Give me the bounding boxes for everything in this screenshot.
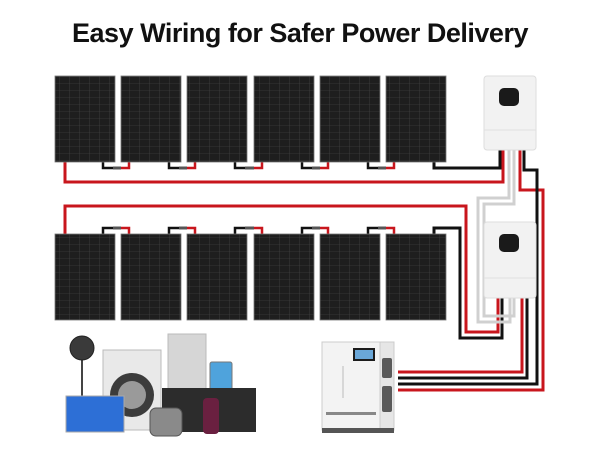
battery-storage <box>321 341 395 433</box>
refrigerator <box>167 333 207 395</box>
tablet <box>209 361 233 391</box>
top-string-negative <box>432 150 502 170</box>
solar-panel <box>319 233 381 321</box>
negative-lead <box>366 162 378 170</box>
mc4-connector <box>179 226 187 230</box>
panel-cells <box>253 75 315 163</box>
negative-lead <box>233 162 245 170</box>
battery-positive-1 <box>398 150 545 392</box>
inverters-layer <box>483 75 537 299</box>
positive-lead <box>254 162 264 170</box>
panel-cells <box>319 233 381 321</box>
pressure-cooker <box>149 407 183 437</box>
inverter-body <box>483 221 537 299</box>
positive-lead <box>187 226 197 234</box>
panel-cells <box>385 233 447 321</box>
solar-panel <box>120 75 182 163</box>
laptop-tv <box>65 395 125 433</box>
panel-cells <box>54 75 116 163</box>
solar-panel <box>319 75 381 163</box>
mc4-connector <box>378 226 386 230</box>
mc4-connector <box>179 166 187 170</box>
panel-cells <box>385 75 447 163</box>
negative-lead <box>300 162 312 170</box>
negative-lead <box>366 226 378 234</box>
positive-lead <box>320 162 330 170</box>
solar-panel <box>186 75 248 163</box>
washing-machine-drum <box>118 381 146 409</box>
solar-panel <box>253 75 315 163</box>
panel-cells <box>319 75 381 163</box>
mc4-connector <box>312 166 320 170</box>
positive-lead <box>386 226 396 234</box>
panel-cells <box>186 233 248 321</box>
fan-icon <box>69 335 95 361</box>
top-string-positive <box>63 150 505 184</box>
panel-cells <box>120 75 182 163</box>
mc4-connector <box>113 226 121 230</box>
battery-screen-graphic <box>355 350 373 359</box>
battery-positive-2 <box>398 298 524 374</box>
solar-panel <box>54 75 116 163</box>
panel-cells <box>253 233 315 321</box>
negative-lead <box>101 162 113 170</box>
ac-parallel-wire <box>476 150 512 324</box>
panel-cells <box>54 233 116 321</box>
inverter-display <box>499 88 519 106</box>
positive-lead <box>187 162 197 170</box>
panels-layer <box>54 75 447 321</box>
mc4-connector <box>245 226 254 230</box>
negative-lead <box>167 162 179 170</box>
blender <box>203 398 219 434</box>
mc4-connector <box>113 166 121 170</box>
battery-port <box>382 358 392 378</box>
inverter-body <box>483 75 537 151</box>
mc4-connector <box>378 166 386 170</box>
battery-layer <box>321 341 395 433</box>
positive-lead <box>386 162 396 170</box>
mc4-connector <box>312 226 320 230</box>
panel-cells <box>186 75 248 163</box>
negative-lead <box>233 226 245 234</box>
battery-base <box>322 428 394 433</box>
negative-lead <box>300 226 312 234</box>
battery-label <box>326 412 376 415</box>
solar-panel <box>253 233 315 321</box>
bottom-string-positive <box>63 204 500 334</box>
solar-panel <box>186 233 248 321</box>
battery-port <box>382 386 392 412</box>
bottom-string-negative <box>432 226 504 340</box>
negative-lead <box>167 226 179 234</box>
negative-lead <box>101 226 113 234</box>
solar-panel <box>385 233 447 321</box>
positive-lead <box>320 226 330 234</box>
solar-panel <box>120 233 182 321</box>
appliances-layer <box>65 333 256 437</box>
mc4-connector <box>245 166 254 170</box>
wires-layer <box>63 150 545 392</box>
battery-negative-2 <box>398 298 529 380</box>
inverter-display <box>499 234 519 252</box>
hybrid-inverter <box>483 221 537 299</box>
hybrid-inverter <box>483 75 537 151</box>
positive-lead <box>121 162 131 170</box>
solar-panel <box>385 75 447 163</box>
battery-negative-1 <box>398 150 539 386</box>
positive-lead <box>254 226 264 234</box>
solar-panel <box>54 233 116 321</box>
positive-lead <box>121 226 131 234</box>
panel-cells <box>120 233 182 321</box>
page-title: Easy Wiring for Safer Power Delivery <box>72 18 528 48</box>
